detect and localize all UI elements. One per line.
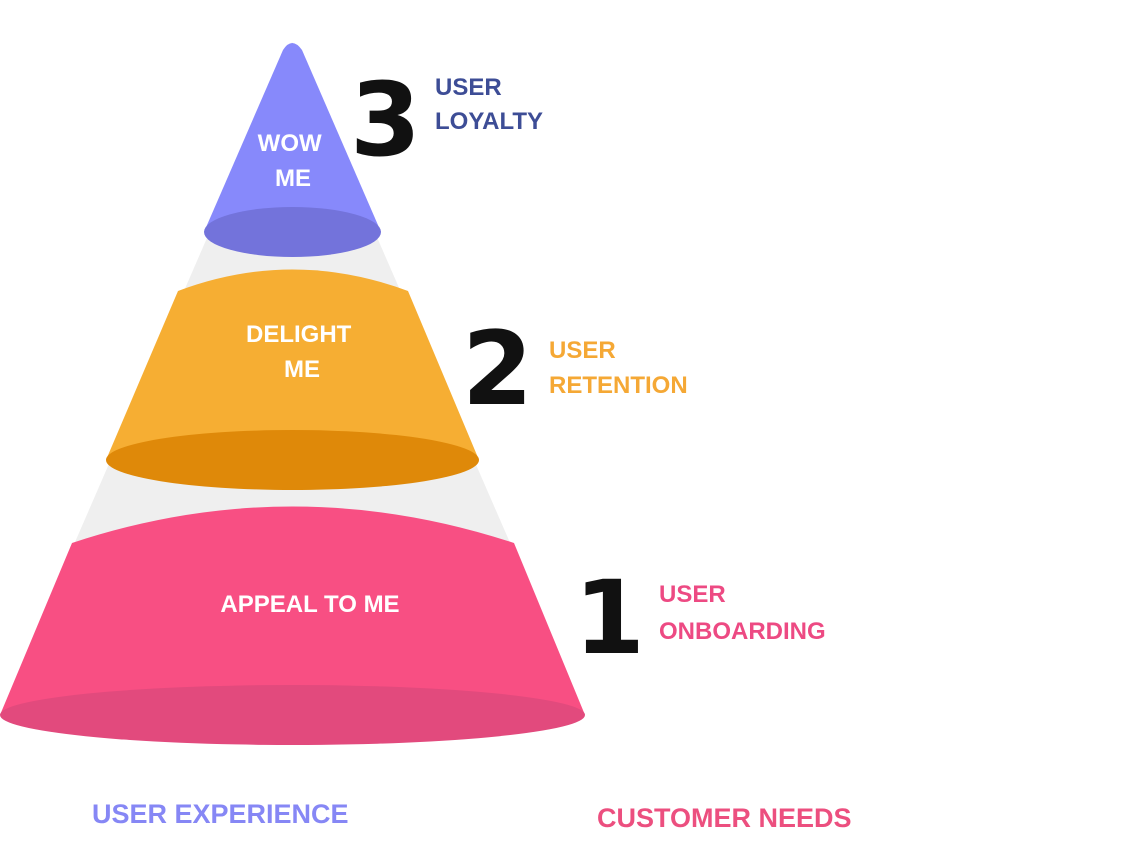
tier-2-base-ellipse [106,430,479,490]
tier-2-label: DELIGHT ME [246,321,358,383]
tier-1-number: 1 [574,559,645,678]
tier-1-body [0,506,585,715]
tier-2-segment: DELIGHT ME [106,269,479,490]
tier-3-segment: WOW ME [204,43,381,257]
tier-3-body [204,43,381,232]
tier-1-base-ellipse [0,685,585,745]
tier-2-outcome: USER RETENTION [549,337,688,399]
tier-3-base-ellipse [204,207,381,257]
customer-needs-label: CUSTOMER NEEDS [597,803,852,833]
tier-2-number: 2 [462,310,533,429]
tier-1-outcome: USER ONBOARDING [659,581,826,645]
tier-3-number: 3 [350,61,421,180]
tier-1-label: APPEAL TO ME [220,591,399,618]
tier-1-segment: APPEAL TO ME [0,506,585,745]
tier-2-body [106,269,479,460]
user-experience-label: USER EXPERIENCE [92,799,349,829]
tier-3-outcome: USER LOYALTY [435,74,543,135]
tier-3-label: WOW ME [258,130,329,192]
